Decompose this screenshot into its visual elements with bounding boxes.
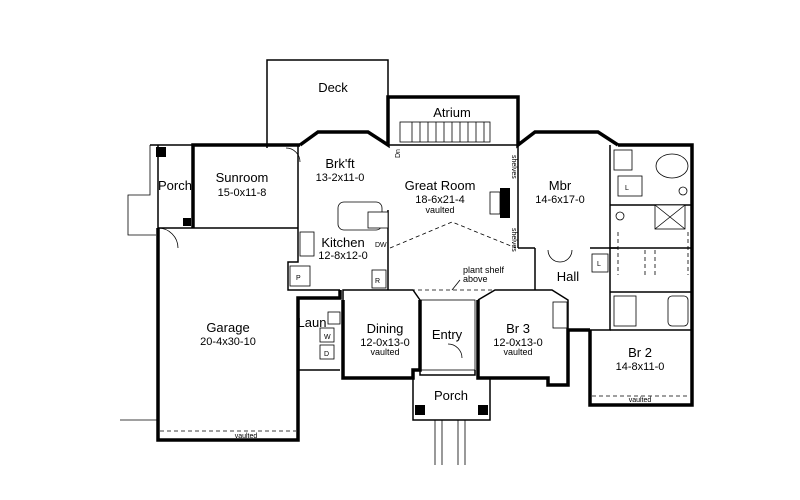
mbr-dims: 14-6x17-0	[535, 194, 585, 206]
bath-2	[610, 295, 692, 331]
shelves-label-1: shelves	[510, 155, 517, 179]
brkft-label: Brk'ft	[325, 156, 355, 171]
dining-note: vaulted	[370, 347, 399, 357]
master-bath: L	[610, 149, 692, 230]
refrigerator-label: R	[375, 278, 380, 285]
br3-label: Br 3	[506, 321, 530, 336]
dn-label: Dn	[395, 149, 402, 158]
plant-shelf-label-2: above	[463, 274, 488, 284]
kitchen: DW P R Kitchen 12-8x12-0	[287, 201, 389, 291]
linen-label-hall: L	[597, 261, 601, 268]
br2-dims: 14-8x11-0	[616, 361, 665, 373]
kitchen-label: Kitchen	[321, 235, 364, 250]
great-room-dims: 18-6x21-4	[415, 194, 465, 206]
great-room-label: Great Room	[405, 178, 476, 193]
bedroom-2: Br 2 14-8x11-0 vaulted	[592, 345, 690, 404]
br3-note: vaulted	[503, 347, 532, 357]
deck: Deck	[266, 59, 389, 148]
sunroom-label: Sunroom	[216, 170, 269, 185]
entry: Entry plant shelf above	[390, 265, 535, 371]
washer-label: W	[324, 334, 331, 341]
sunroom-dims: 15-0x11-8	[218, 187, 267, 199]
side-porch: Porch	[127, 144, 193, 236]
dryer-label: D	[324, 351, 329, 358]
br3-dims: 12-0x13-0	[493, 337, 543, 349]
mbr-label: Mbr	[549, 178, 572, 193]
kitchen-dims: 12-8x12-0	[318, 250, 368, 262]
garage-dims: 20-4x30-10	[200, 336, 256, 348]
atrium-stairs	[411, 122, 485, 142]
atrium-label: Atrium	[433, 105, 471, 120]
deck-label: Deck	[318, 80, 348, 95]
garage: Garage 20-4x30-10 vaulted	[120, 227, 296, 440]
porch-side-label: Porch	[158, 178, 192, 193]
hall: L Hall	[518, 247, 618, 331]
great-room-note: vaulted	[425, 205, 454, 215]
dining-dims: 12-0x13-0	[360, 337, 410, 349]
laundry: W D Laun	[297, 298, 341, 371]
dw-label: DW	[375, 242, 387, 249]
shelves-label-2: shelves	[510, 228, 517, 252]
garage-vaulted: vaulted	[235, 433, 258, 440]
hall-label: Hall	[557, 269, 580, 284]
dining-label: Dining	[367, 321, 404, 336]
breakfast: Brk'ft 13-2x11-0	[285, 147, 365, 184]
br2-vaulted: vaulted	[629, 397, 652, 404]
master-bedroom: Mbr 14-6x17-0	[517, 145, 611, 248]
plant-shelf-label: plant shelf	[463, 265, 505, 275]
bedroom-3: Br 3 12-0x13-0 vaulted	[477, 289, 569, 357]
front-porch: Porch	[412, 378, 491, 465]
sunroom: Sunroom 15-0x11-8	[193, 145, 299, 229]
exterior-walls	[156, 95, 694, 442]
laundry-label: Laun	[298, 315, 327, 330]
dining: Dining 12-0x13-0 vaulted	[342, 289, 421, 357]
pantry-label: P	[296, 275, 301, 282]
brkft-dims: 13-2x11-0	[316, 172, 365, 184]
br2-label: Br 2	[628, 345, 652, 360]
porch-front-label: Porch	[434, 388, 468, 403]
linen-label-bath: L	[625, 185, 629, 192]
atrium: Atrium Dn	[395, 105, 491, 158]
entry-label: Entry	[432, 327, 463, 342]
walk-in-closets	[610, 232, 692, 293]
great-room: shelves shelves Great Room 18-6x21-4 vau…	[388, 144, 518, 252]
garage-label: Garage	[206, 320, 249, 335]
